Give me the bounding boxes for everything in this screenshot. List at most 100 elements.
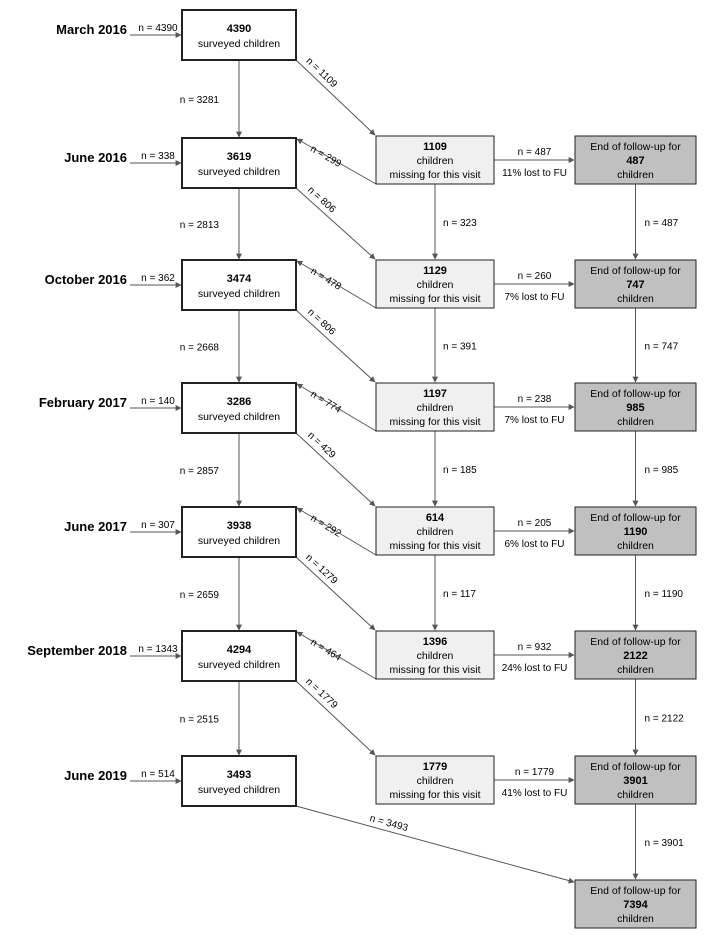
missing-return-n-label: n = 464 bbox=[308, 637, 343, 664]
survey-down-n-label: n = 2515 bbox=[180, 715, 220, 726]
end-down-n-label: n = 487 bbox=[645, 218, 679, 229]
end-caption: children bbox=[617, 169, 654, 181]
survey-down-n-label: n = 2659 bbox=[180, 590, 220, 601]
wave-label: June 2016 bbox=[64, 150, 127, 165]
surveyed-box bbox=[181, 259, 297, 311]
end-caption: End of follow-up for bbox=[590, 885, 681, 897]
end-down-n-label: n = 1190 bbox=[645, 589, 684, 600]
missing-caption: missing for this visit bbox=[389, 416, 480, 428]
end-box bbox=[574, 630, 697, 680]
end-caption: children bbox=[617, 664, 654, 676]
missing-caption: children bbox=[417, 526, 454, 538]
missing-caption: children bbox=[417, 775, 454, 787]
survey-to-missing-n-label: n = 1109 bbox=[304, 56, 340, 91]
end-caption: children bbox=[617, 789, 654, 801]
surveyed-caption: surveyed children bbox=[198, 659, 280, 671]
missing-caption: children bbox=[417, 155, 454, 167]
lost-to-fu-label: 11% lost to FU bbox=[502, 168, 567, 179]
end-caption: End of follow-up for bbox=[590, 761, 681, 773]
missing-down-n-label: n = 185 bbox=[443, 465, 477, 476]
missing-to-end-n-label: n = 487 bbox=[518, 147, 552, 158]
missing-return-arrow bbox=[296, 260, 377, 309]
surveyed-count: 3619 bbox=[227, 151, 251, 163]
missing-to-end-n-label: n = 260 bbox=[518, 271, 552, 282]
survey-to-missing-n-label: n = 1779 bbox=[303, 676, 339, 711]
missing-caption: missing for this visit bbox=[389, 540, 480, 552]
end-box bbox=[574, 506, 697, 556]
end-caption: End of follow-up for bbox=[590, 636, 681, 648]
survey-down-n-label: n = 2813 bbox=[180, 220, 220, 231]
missing-caption: missing for this visit bbox=[389, 293, 480, 305]
entry-n-label: n = 4390 bbox=[138, 23, 178, 34]
surveyed-count: 3493 bbox=[227, 769, 251, 781]
missing-box bbox=[375, 259, 495, 309]
end-box bbox=[574, 259, 697, 309]
lost-to-fu-label: 24% lost to FU bbox=[502, 663, 568, 674]
missing-to-end-n-label: n = 238 bbox=[518, 394, 552, 405]
surveyed-caption: surveyed children bbox=[198, 535, 280, 547]
missing-return-arrow bbox=[296, 631, 377, 680]
surveyed-count: 3938 bbox=[227, 520, 251, 532]
survey-to-missing-arrow bbox=[295, 680, 376, 756]
end-box bbox=[574, 755, 697, 805]
missing-return-n-label: n = 292 bbox=[308, 513, 343, 540]
surveyed-box bbox=[181, 506, 297, 558]
missing-caption: children bbox=[417, 279, 454, 291]
surveyed-box bbox=[181, 137, 297, 189]
entry-n-label: n = 1343 bbox=[138, 644, 178, 655]
missing-box bbox=[375, 630, 495, 680]
surveyed-count: 3286 bbox=[227, 396, 251, 408]
surveyed-box bbox=[181, 755, 297, 807]
end-down-n-label: n = 747 bbox=[645, 342, 679, 353]
wave-label: June 2019 bbox=[64, 768, 127, 783]
missing-caption: missing for this visit bbox=[389, 664, 480, 676]
final-diagonal-arrow bbox=[295, 805, 575, 884]
lost-to-fu-label: 6% lost to FU bbox=[504, 539, 564, 550]
missing-count: 1779 bbox=[423, 761, 447, 773]
surveyed-count: 4294 bbox=[227, 644, 252, 656]
surveyed-caption: surveyed children bbox=[198, 38, 280, 50]
end-caption: children bbox=[617, 416, 654, 428]
entry-n-label: n = 140 bbox=[141, 396, 175, 407]
end-down-n-label: n = 2122 bbox=[645, 714, 685, 725]
missing-to-end-n-label: n = 932 bbox=[518, 642, 552, 653]
end-caption: End of follow-up for bbox=[590, 265, 681, 277]
entry-n-label: n = 362 bbox=[141, 273, 175, 284]
end-count: 7394 bbox=[623, 899, 648, 911]
missing-down-n-label: n = 117 bbox=[443, 589, 476, 600]
missing-return-arrow bbox=[296, 507, 377, 556]
surveyed-count: 3474 bbox=[227, 273, 252, 285]
lost-to-fu-label: 41% lost to FU bbox=[502, 788, 568, 799]
end-caption: children bbox=[617, 293, 654, 305]
survey-to-missing-arrow bbox=[295, 309, 376, 383]
end-down-n-label: n = 3901 bbox=[645, 838, 685, 849]
missing-count: 1197 bbox=[423, 388, 447, 400]
end-count: 985 bbox=[626, 402, 644, 414]
survey-to-missing-arrow bbox=[295, 59, 376, 136]
missing-return-n-label: n = 774 bbox=[308, 389, 343, 416]
missing-caption: children bbox=[417, 650, 454, 662]
surveyed-box bbox=[181, 9, 297, 61]
end-caption: End of follow-up for bbox=[590, 512, 681, 524]
entry-n-label: n = 514 bbox=[141, 769, 175, 780]
missing-down-n-label: n = 391 bbox=[443, 342, 477, 353]
missing-count: 1109 bbox=[423, 141, 447, 153]
end-caption: End of follow-up for bbox=[590, 141, 681, 153]
wave-label: March 2016 bbox=[56, 22, 127, 37]
surveyed-caption: surveyed children bbox=[198, 166, 280, 178]
lost-to-fu-label: 7% lost to FU bbox=[504, 415, 564, 426]
entry-n-label: n = 307 bbox=[141, 520, 175, 531]
surveyed-box bbox=[181, 630, 297, 682]
missing-return-arrow bbox=[296, 138, 377, 185]
end-caption: children bbox=[617, 540, 654, 552]
missing-return-n-label: n = 478 bbox=[308, 266, 343, 293]
wave-label: September 2018 bbox=[27, 643, 127, 658]
missing-caption: missing for this visit bbox=[389, 169, 480, 181]
end-box bbox=[574, 382, 697, 432]
missing-caption: missing for this visit bbox=[389, 789, 480, 801]
end-count: 1190 bbox=[624, 526, 648, 538]
entry-n-label: n = 338 bbox=[141, 151, 175, 162]
end-count: 487 bbox=[626, 155, 644, 167]
survey-to-missing-arrow bbox=[295, 432, 376, 507]
missing-count: 614 bbox=[426, 512, 445, 524]
